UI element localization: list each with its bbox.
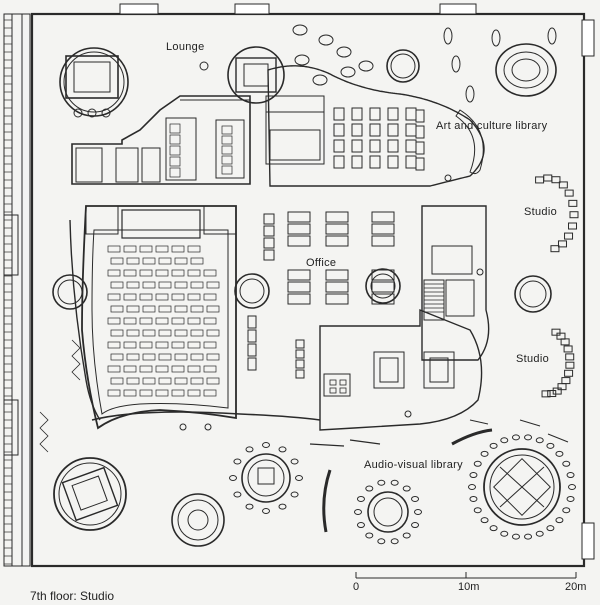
right-office-block (421, 205, 490, 361)
office-core (265, 95, 325, 165)
scale-zero: 0 (353, 581, 360, 593)
meeting-enclosure (319, 308, 483, 431)
auditorium (69, 205, 321, 430)
scale-ten: 10m (458, 581, 480, 593)
bottom-left-tube (53, 457, 127, 531)
meeting-tables (373, 351, 455, 389)
top-tube (227, 46, 285, 104)
art-library-label: Art and culture library (436, 120, 548, 132)
studio-label-2: Studio (516, 353, 549, 365)
top-tables (292, 24, 557, 103)
studio-seating-2 (541, 328, 575, 398)
right-tube (514, 275, 552, 313)
center-tube (234, 273, 270, 309)
art-library-shelves (333, 107, 425, 171)
av-tube (367, 491, 409, 533)
outer-wall (30, 12, 586, 568)
floor-caption: 7th floor: Studio (30, 589, 115, 603)
big-av-tube (483, 448, 561, 526)
top-round-tube (386, 49, 420, 83)
bottom-tube-2 (241, 453, 291, 503)
av-library-label: Audio-visual library (364, 459, 463, 471)
scale-bar (355, 572, 577, 579)
studio-tube-top (495, 43, 557, 97)
office-label: Office (306, 257, 337, 269)
bottom-tube-1 (171, 493, 225, 547)
lounge-tube (59, 47, 129, 118)
facade-strip (3, 13, 31, 567)
scale-twenty: 20m (565, 581, 587, 593)
av-chairs (229, 434, 576, 545)
left-tube (52, 274, 88, 310)
office-tube (365, 268, 401, 304)
office-desks (247, 211, 395, 379)
service-core (71, 95, 251, 185)
lounge-label: Lounge (166, 41, 205, 53)
studio-seating-1 (535, 174, 579, 253)
studio-label-1: Studio (524, 206, 557, 218)
